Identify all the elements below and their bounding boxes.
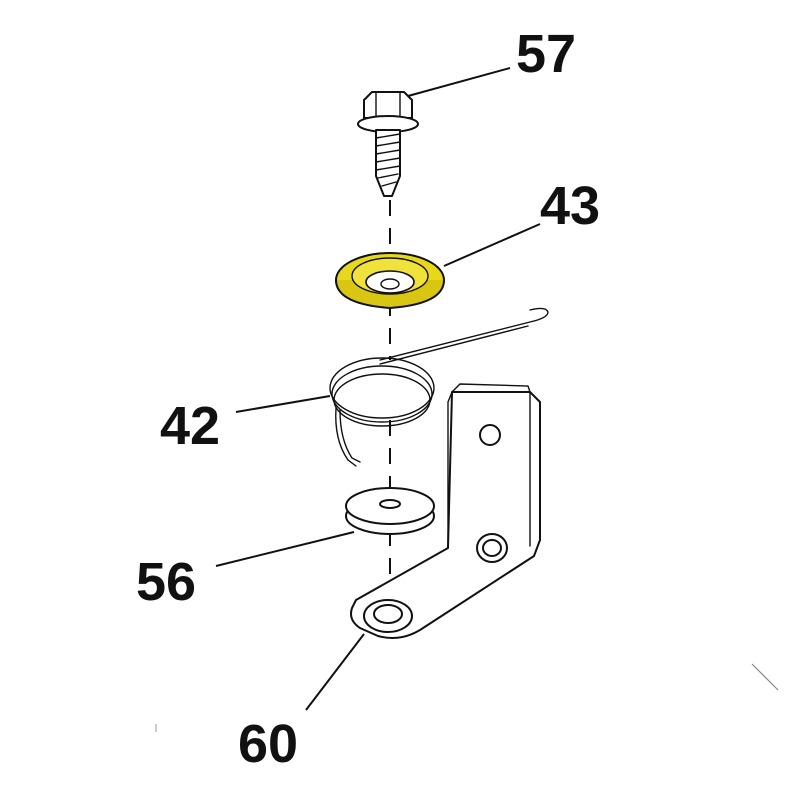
torsion-spring-part[interactable]: [329, 307, 549, 467]
leader-56: [215, 531, 355, 567]
leader-42: [235, 395, 331, 413]
leader-43: [443, 223, 541, 267]
callout-57: 57: [516, 24, 576, 84]
edge-marks: [155, 663, 779, 732]
bracket-part[interactable]: [350, 383, 541, 639]
callout-43: 43: [540, 176, 600, 236]
bolt-part[interactable]: [357, 91, 419, 197]
callout-60: 60: [238, 714, 298, 774]
flat-washer-part[interactable]: [345, 487, 435, 535]
leader-lines: [215, 67, 541, 711]
leader-57: [407, 67, 511, 97]
callout-56: 56: [136, 552, 196, 612]
cup-washer-part[interactable]: [335, 252, 445, 310]
callout-42: 42: [160, 396, 220, 456]
leader-60: [305, 633, 365, 711]
